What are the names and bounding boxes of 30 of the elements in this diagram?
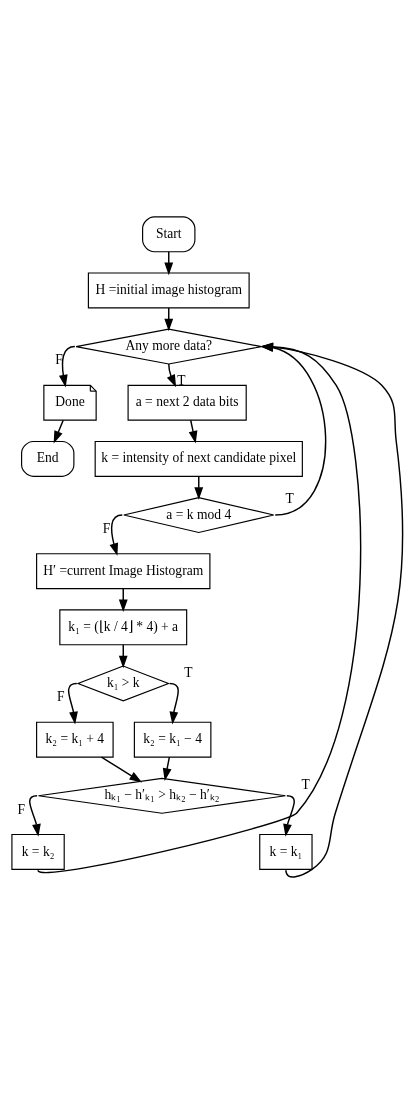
node-diamond: Any more data? bbox=[75, 328, 262, 365]
arrow bbox=[53, 419, 64, 443]
edge-label: T bbox=[301, 776, 310, 792]
edge-label: F bbox=[17, 801, 25, 817]
edge-label: T bbox=[285, 490, 294, 506]
node-diamond: hₖ₁ − h′ₖ₁ > hₖ₂ − h′ₖ₂ bbox=[37, 777, 286, 814]
node-box: k₂ = k₁ + 4 bbox=[36, 721, 114, 758]
edge-label: F bbox=[55, 351, 63, 367]
node-diamond: a = k mod 4 bbox=[123, 496, 275, 533]
arrow bbox=[67, 682, 78, 724]
node-box: k = intensity of next candidate pixel bbox=[94, 440, 303, 477]
edge-label: T bbox=[184, 664, 193, 680]
arrow bbox=[100, 755, 143, 782]
node-box: k₂ = k₁ − 4 bbox=[133, 721, 212, 758]
node-box: H =initial image histogram bbox=[87, 271, 250, 308]
arrow bbox=[169, 682, 179, 724]
arrow bbox=[283, 794, 295, 837]
edge-label: F bbox=[102, 520, 111, 536]
node-box: a = next 2 data bits bbox=[127, 384, 247, 421]
node-box: Start bbox=[142, 215, 196, 252]
node-box: k = k₂ bbox=[11, 833, 65, 870]
node-box: End bbox=[21, 440, 75, 477]
arrow bbox=[188, 419, 198, 444]
arrow bbox=[58, 345, 76, 387]
node-diamond: k₁ > k bbox=[76, 664, 171, 702]
node-box: k₁ = (⌊k / 4⌋ * 4) + a bbox=[59, 608, 188, 645]
node-box: H′ =current Image Histogram bbox=[36, 552, 211, 589]
edge-label: F bbox=[57, 688, 65, 704]
node-box: k = k₁ bbox=[259, 833, 313, 870]
arrow bbox=[166, 362, 177, 387]
